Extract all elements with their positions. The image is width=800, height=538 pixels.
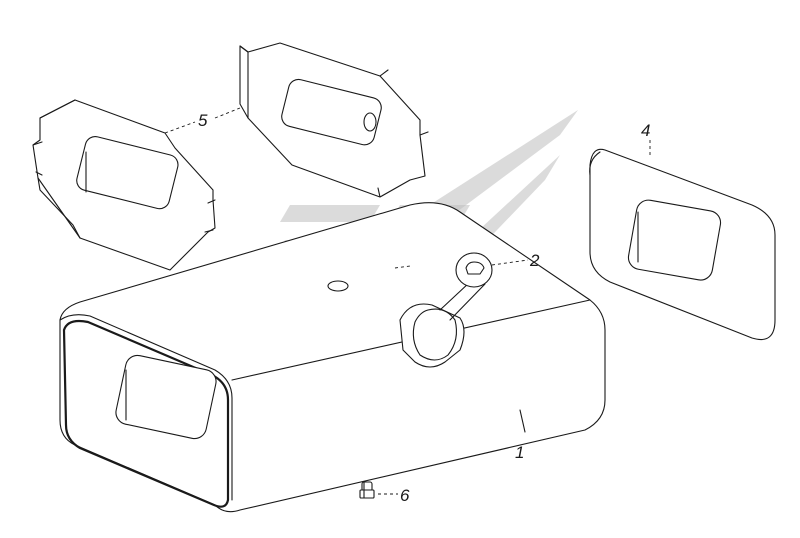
callout-1: 1 xyxy=(515,443,524,462)
callout-5: 5 xyxy=(198,111,208,130)
callout-4: 4 xyxy=(641,121,650,140)
leader-1 xyxy=(519,409,526,433)
drain-plug xyxy=(359,481,375,499)
leader-2 xyxy=(491,259,529,266)
mounting-plate-left xyxy=(32,99,216,271)
filler-neck xyxy=(399,281,486,368)
callout-2: 2 xyxy=(529,251,540,270)
leader-5-right xyxy=(214,107,241,119)
callout-6: 6 xyxy=(400,486,410,505)
mounting-plate-right xyxy=(239,42,429,198)
filler-cap xyxy=(455,252,493,288)
end-pad xyxy=(589,148,776,341)
leader-5-left xyxy=(164,121,196,134)
